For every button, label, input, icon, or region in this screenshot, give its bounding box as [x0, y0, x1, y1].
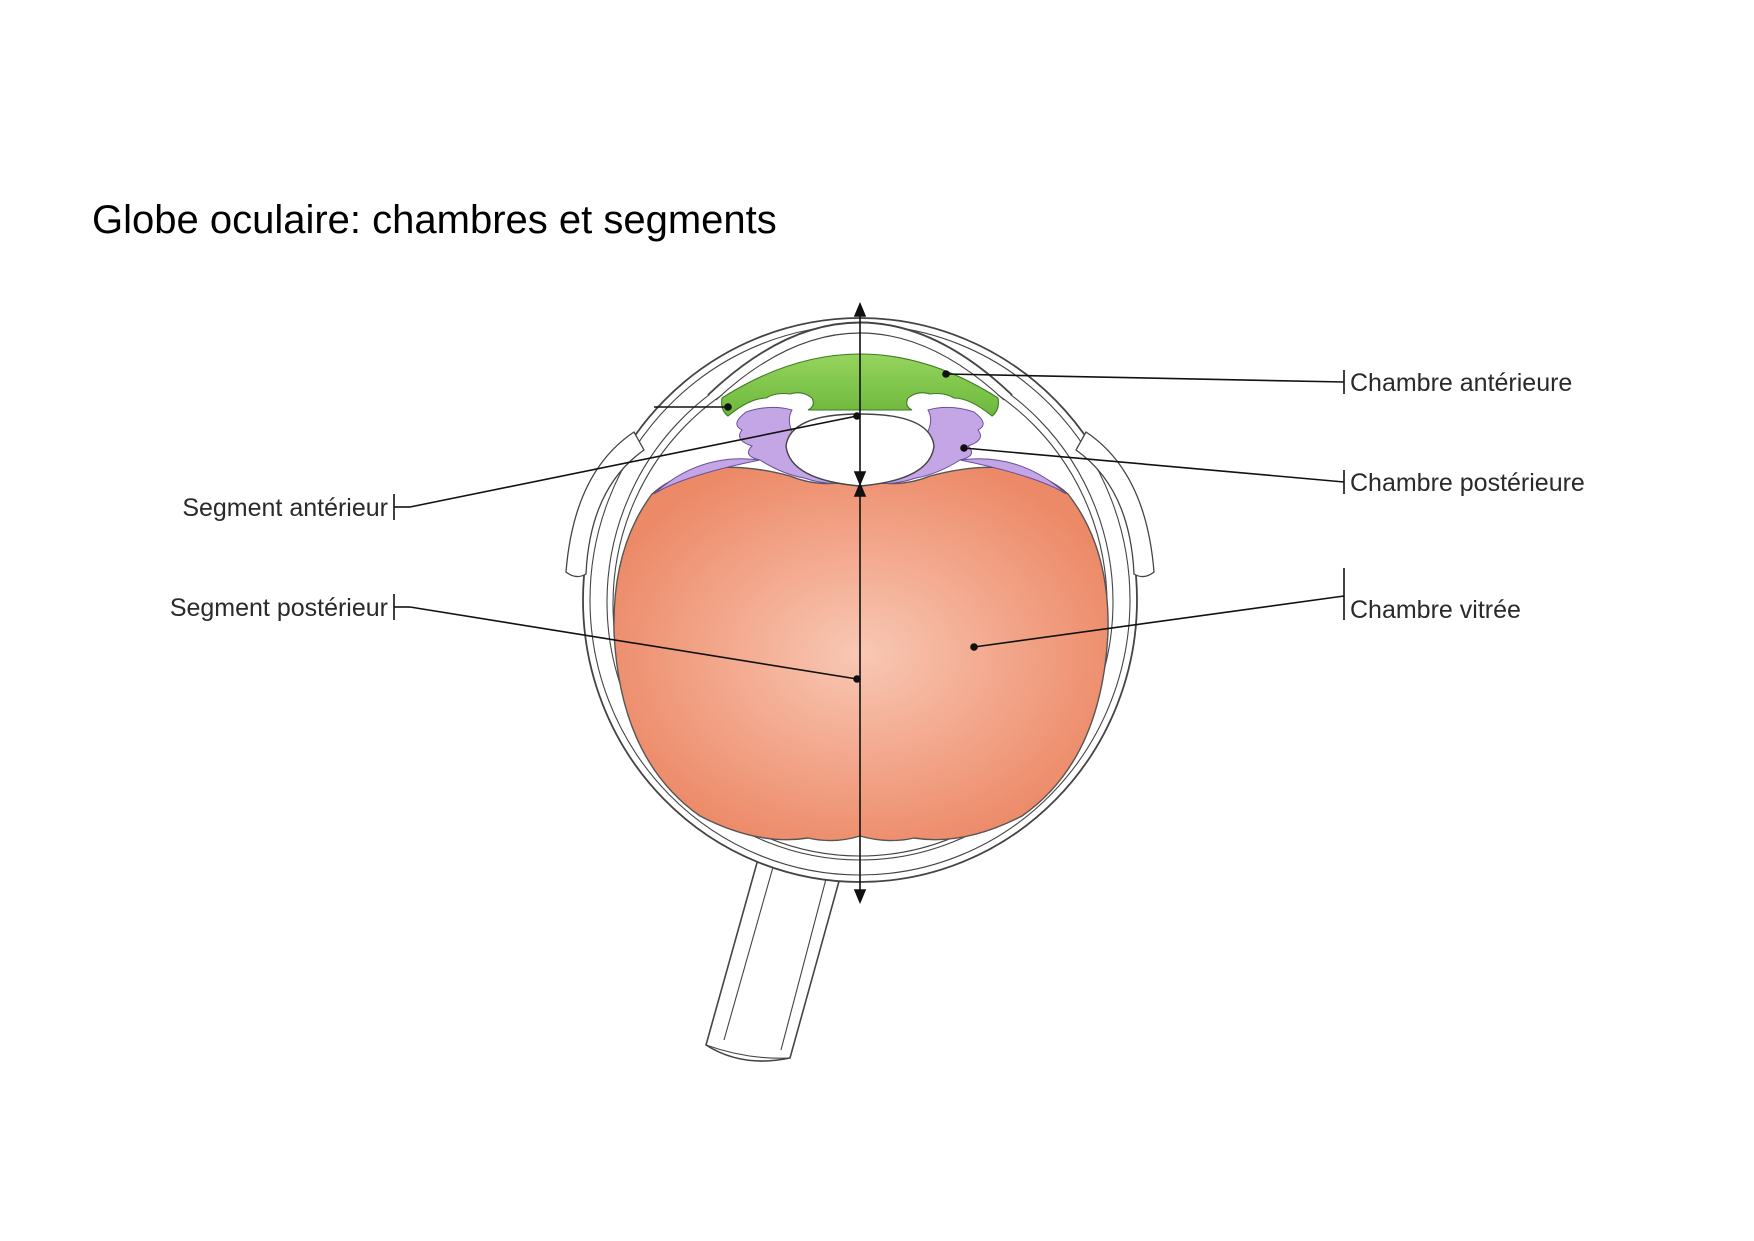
- label-posterior-chamber: Chambre postérieure: [1350, 469, 1585, 497]
- vitreous-chamber: [613, 466, 1109, 842]
- segment-arrows: [853, 301, 867, 905]
- eyelids: [565, 431, 1155, 578]
- label-posterior-segment: Segment postérieur: [170, 594, 388, 622]
- label-anterior-chamber: Chambre antérieure: [1350, 369, 1572, 397]
- optic-nerve: [705, 851, 848, 1062]
- page-title: Globe oculaire: chambres et segments: [92, 198, 777, 242]
- label-anterior-segment: Segment antérieur: [182, 494, 388, 522]
- leader-lines: [393, 370, 1345, 683]
- label-vitreous-chamber: Chambre vitrée: [1350, 596, 1521, 624]
